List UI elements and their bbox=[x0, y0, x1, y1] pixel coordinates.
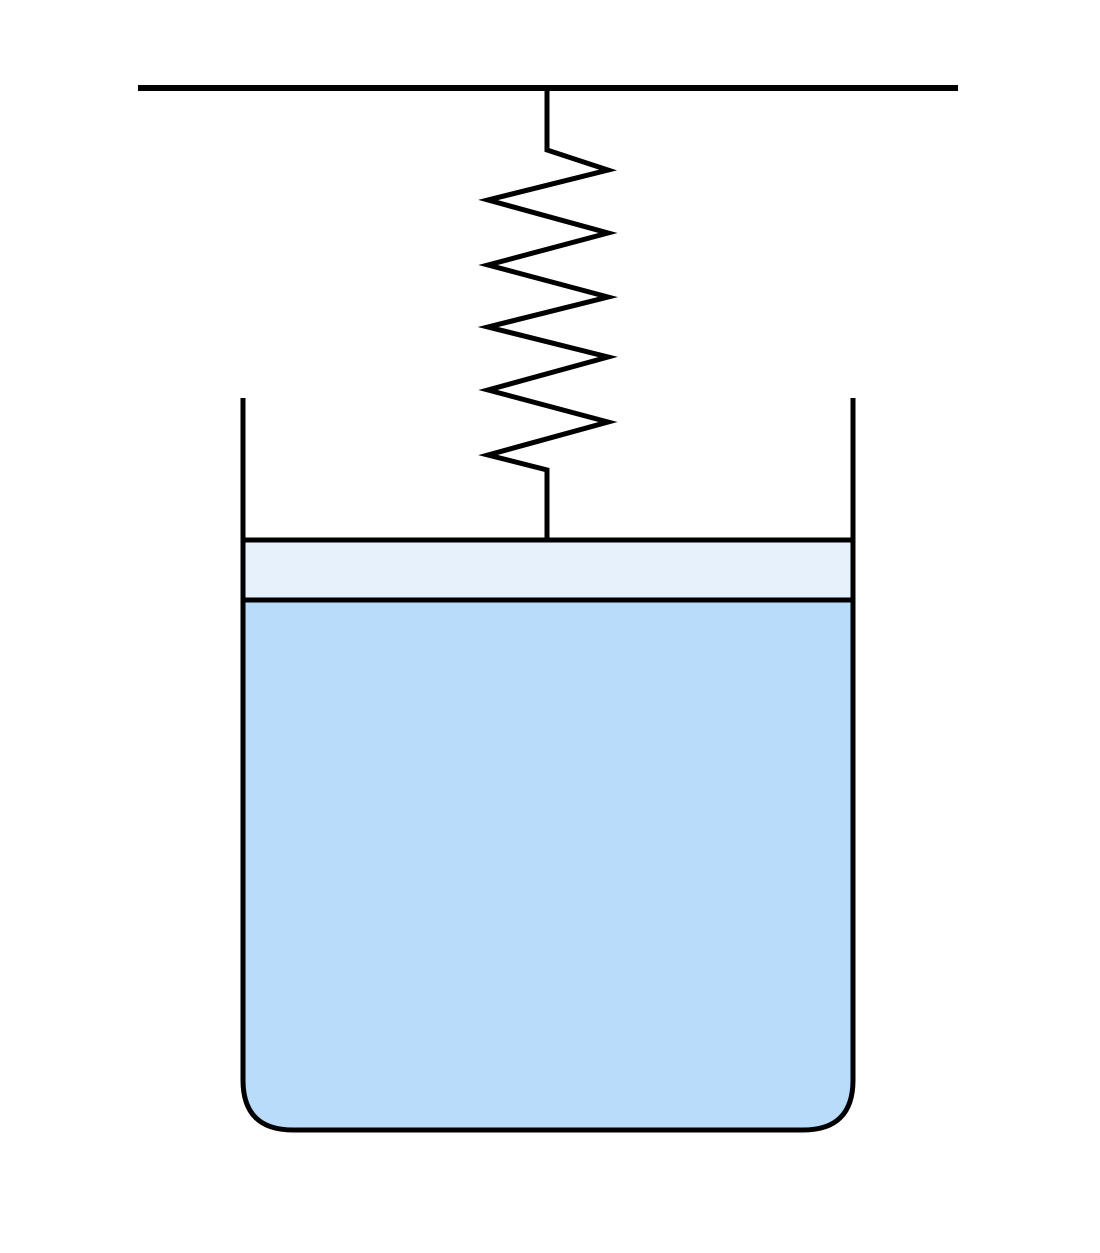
spring bbox=[477, 88, 618, 540]
piston-plate bbox=[240, 537, 856, 603]
beaker-outline bbox=[240, 398, 856, 1133]
liquid bbox=[243, 600, 853, 1130]
